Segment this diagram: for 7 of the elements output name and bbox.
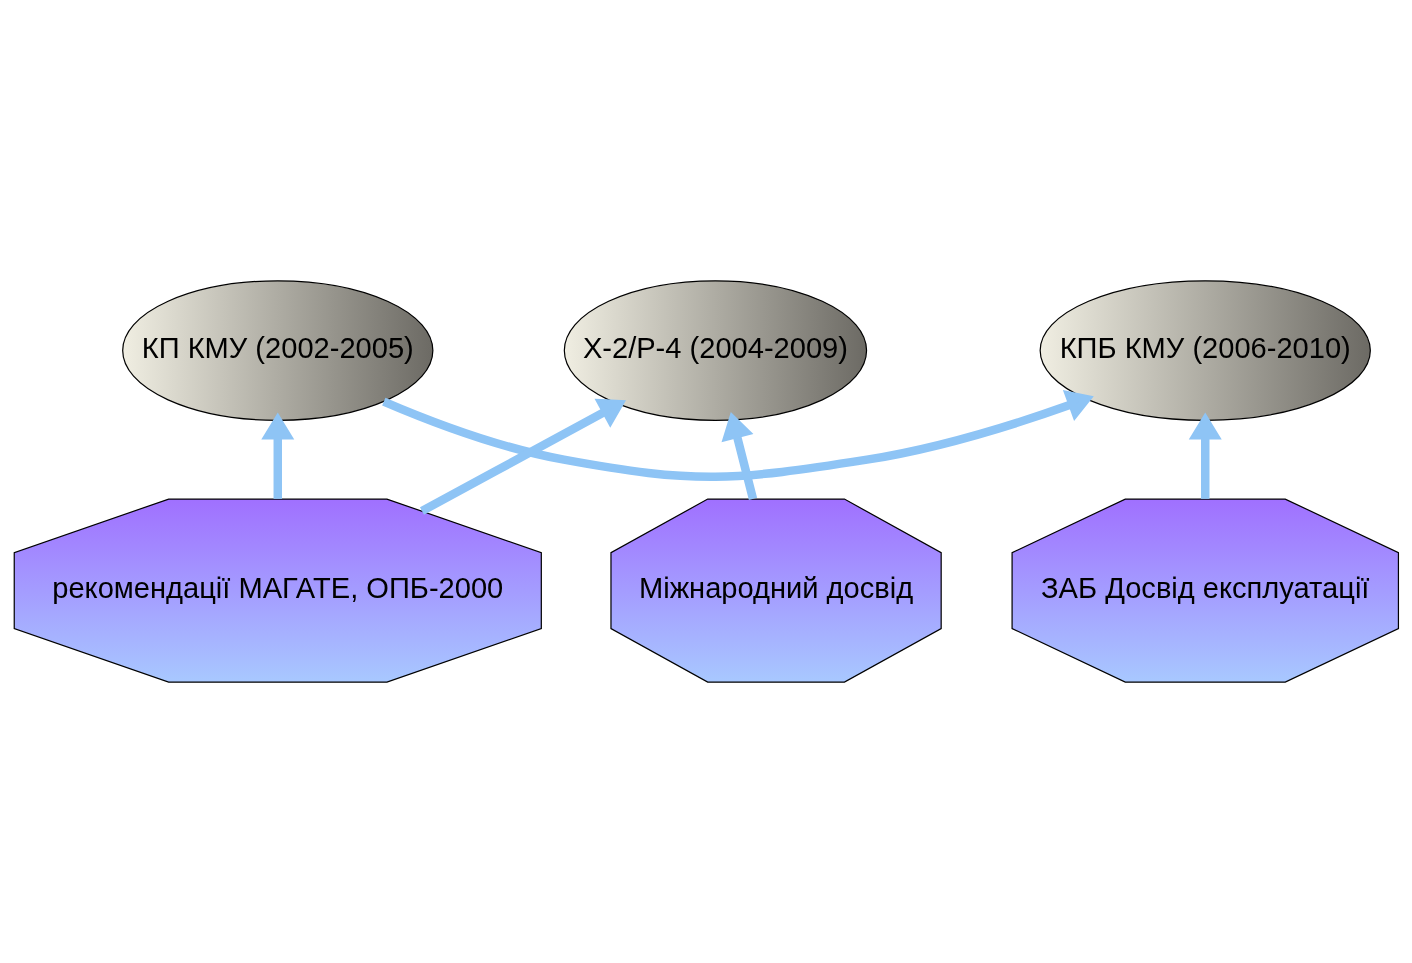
arrow <box>419 398 626 515</box>
arrow <box>260 412 294 499</box>
arrow <box>721 412 757 500</box>
node-ellipse: Х-2/Р-4 (2004-2009) <box>563 280 867 421</box>
arrow <box>1188 412 1222 499</box>
arrow <box>381 389 1094 481</box>
node-ellipse: КП КМУ (2002-2005) <box>121 280 433 421</box>
